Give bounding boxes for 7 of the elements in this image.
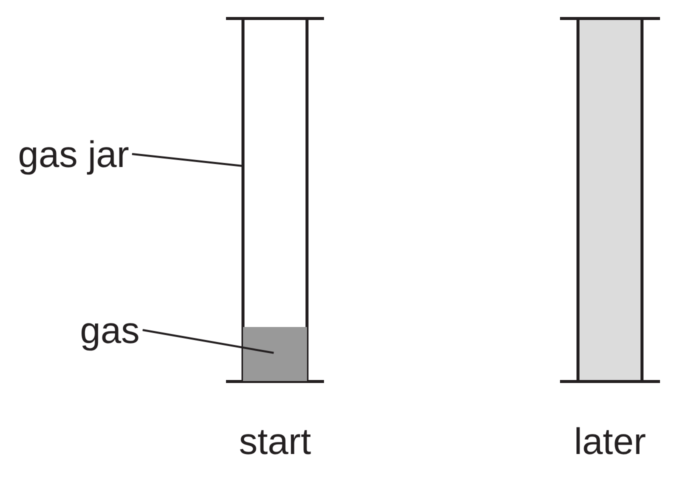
- label-text: gas: [80, 312, 140, 352]
- leader-line: [132, 153, 244, 167]
- caption-text: start: [238, 423, 312, 460]
- leader-line: [142, 329, 274, 354]
- gas-region: [243, 327, 307, 381]
- caption-text: later: [573, 423, 647, 460]
- label-text: gas jar: [18, 136, 130, 176]
